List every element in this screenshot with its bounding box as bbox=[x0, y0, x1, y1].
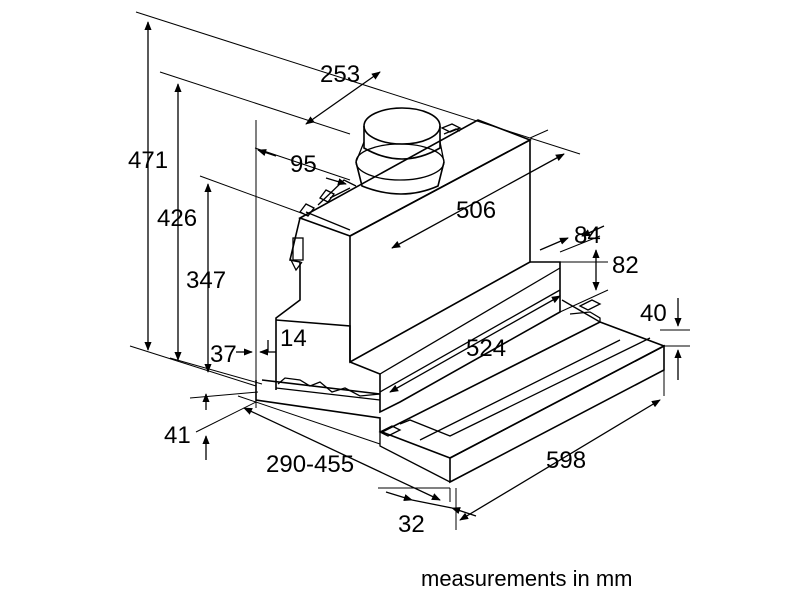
dim-line-598 bbox=[459, 399, 661, 521]
label-347: 347 bbox=[186, 267, 226, 294]
label-37: 37 bbox=[210, 341, 237, 368]
dim-line-32 bbox=[385, 491, 413, 502]
label-426: 426 bbox=[157, 205, 197, 232]
label-598: 598 bbox=[546, 447, 586, 474]
duct-collar bbox=[355, 107, 462, 195]
label-40: 40 bbox=[640, 300, 667, 327]
label-253: 253 bbox=[320, 61, 360, 88]
label-82: 82 bbox=[612, 252, 639, 279]
dim-line-290-455 bbox=[243, 407, 441, 501]
label-471: 471 bbox=[128, 147, 168, 174]
extension-lines bbox=[129, 11, 690, 530]
label-41: 41 bbox=[164, 422, 191, 449]
label-95: 95 bbox=[290, 151, 317, 178]
label-14: 14 bbox=[280, 325, 307, 352]
dimension-lines bbox=[144, 21, 682, 521]
label-506: 506 bbox=[456, 197, 496, 224]
dim-line-95 bbox=[257, 149, 277, 157]
label-84: 84 bbox=[574, 222, 601, 249]
dimension-labels: 471 426 347 41 37 14 253 95 506 84 82 52… bbox=[128, 61, 667, 538]
dim-line-506 bbox=[391, 153, 565, 249]
label-524: 524 bbox=[466, 335, 506, 362]
units-caption: measurements in mm bbox=[421, 566, 633, 591]
label-32: 32 bbox=[398, 511, 425, 538]
dim-line-84 bbox=[539, 237, 569, 251]
hood-body bbox=[255, 119, 666, 484]
dim-line-253 bbox=[305, 71, 381, 125]
label-290-455: 290-455 bbox=[266, 451, 354, 478]
dim-line-524 bbox=[389, 295, 561, 393]
